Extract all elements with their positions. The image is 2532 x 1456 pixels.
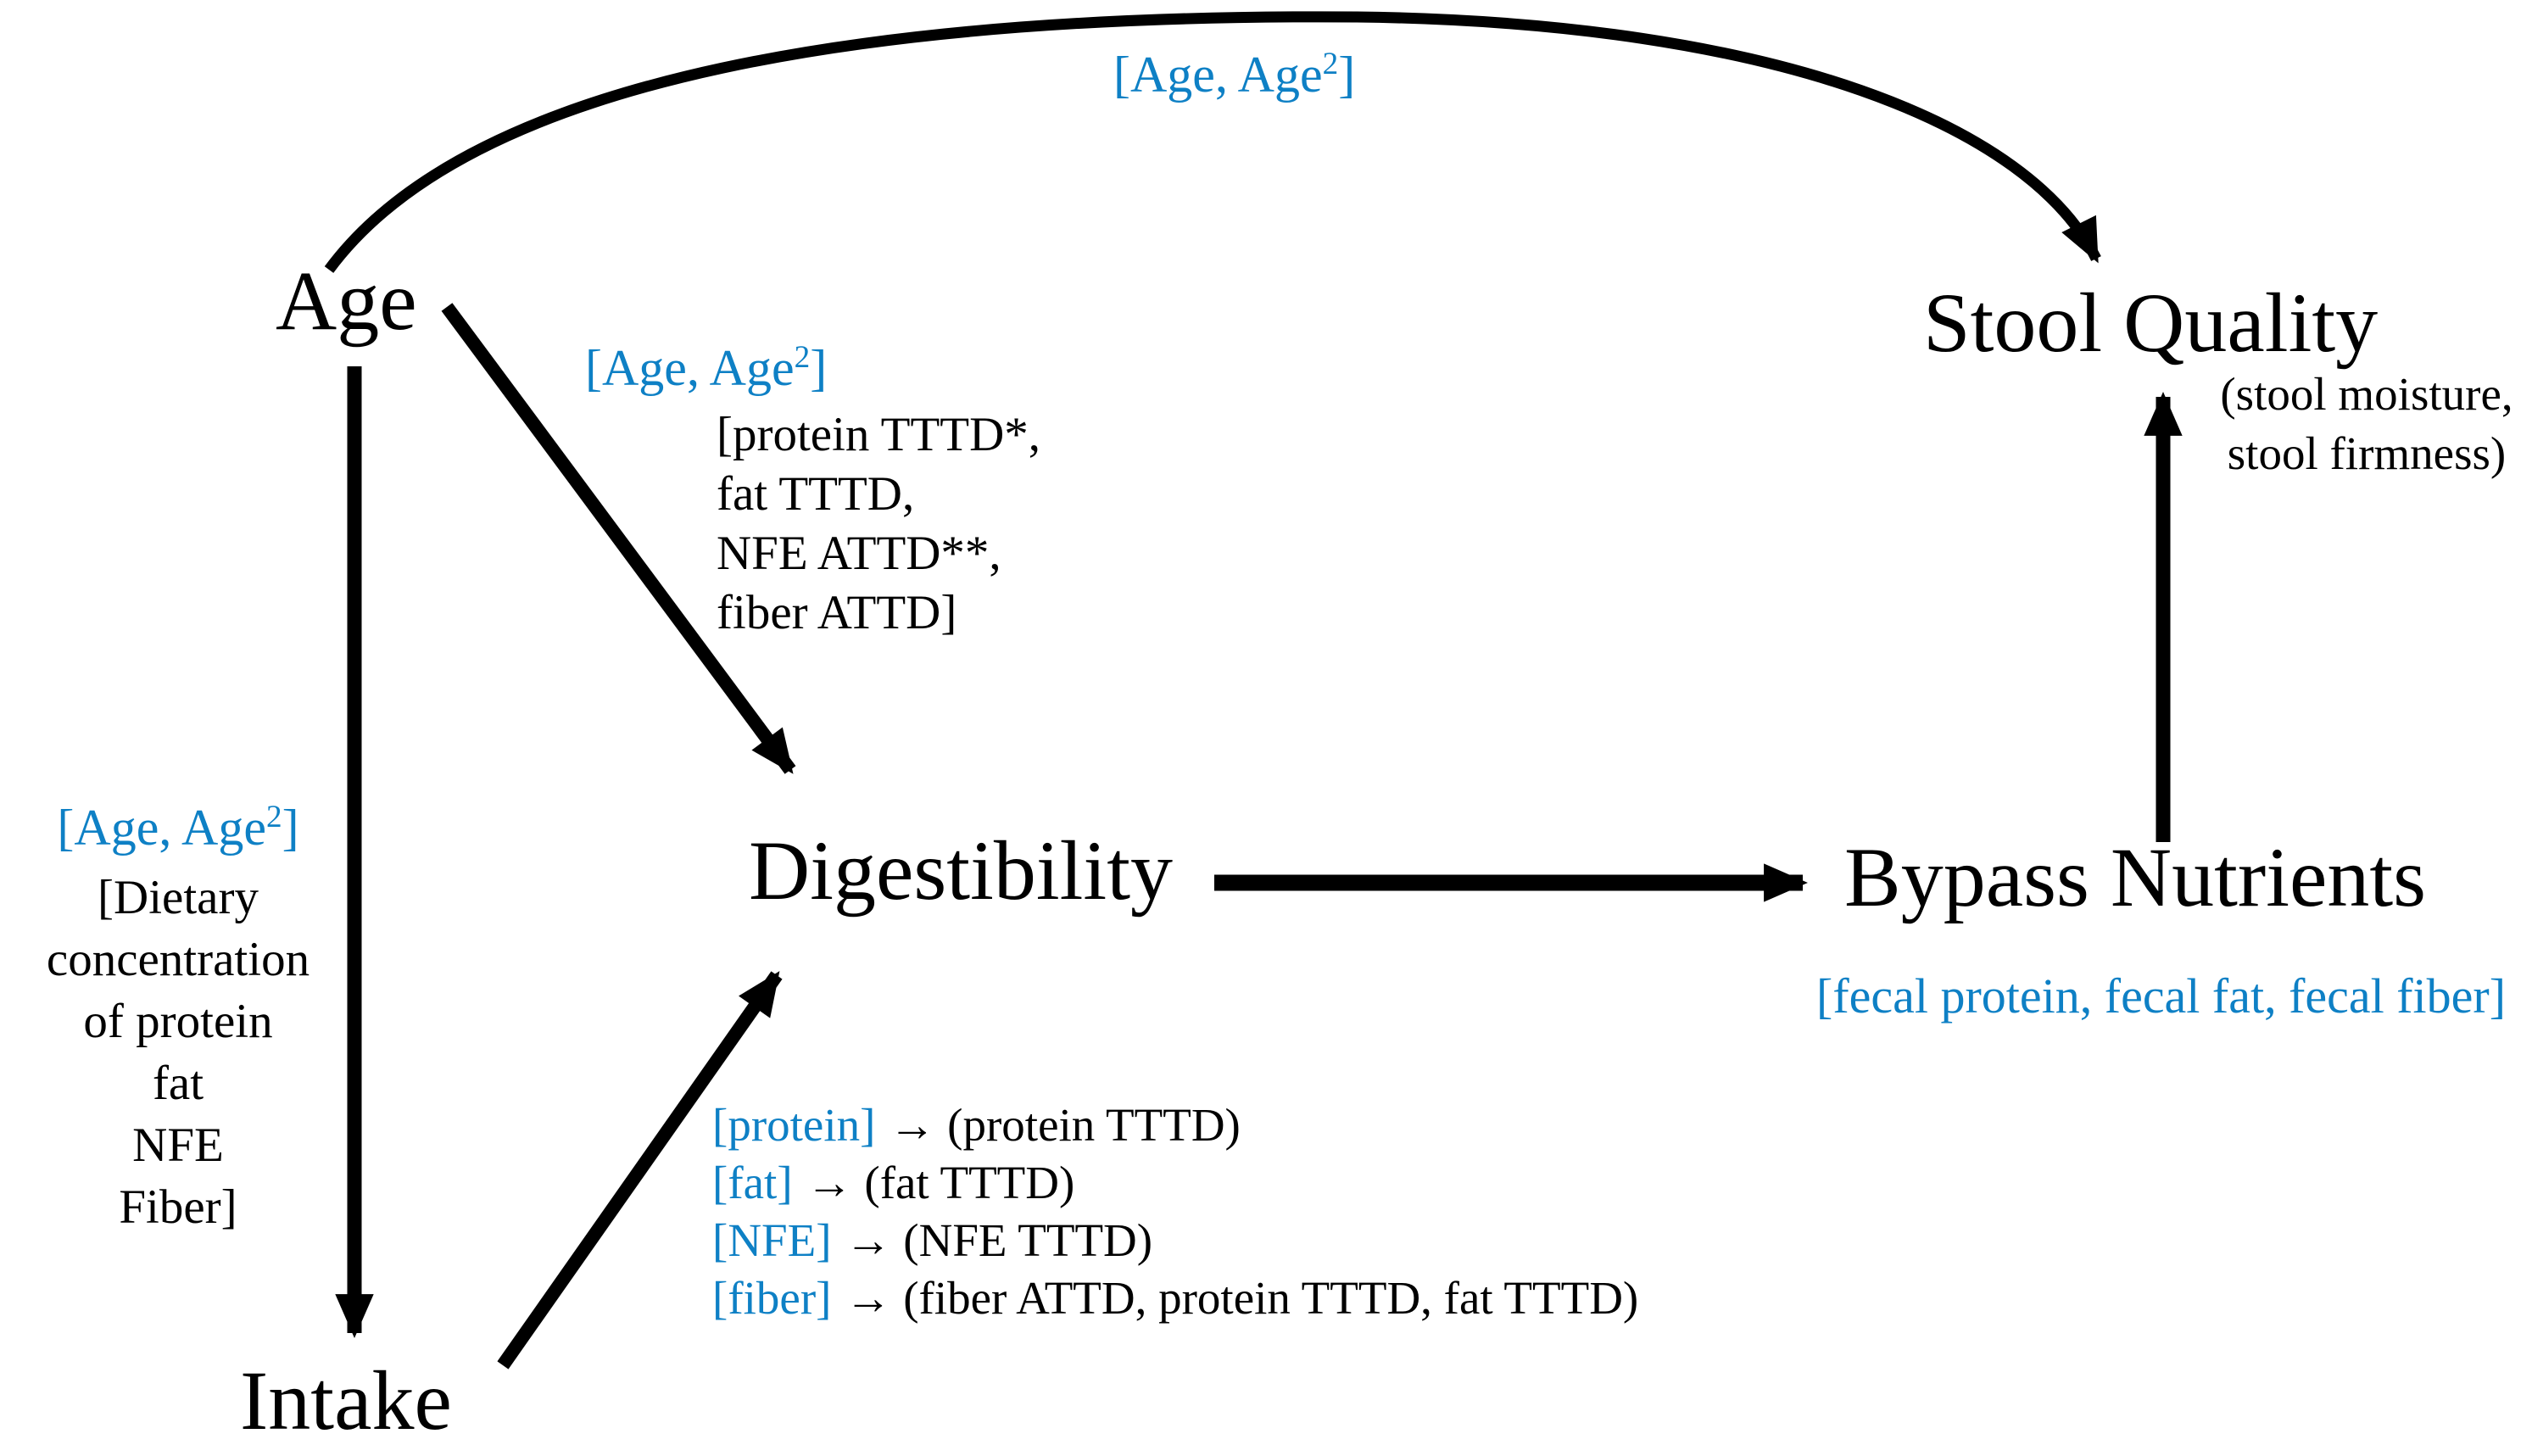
mapping-nfe-input: [NFE] [712, 1214, 832, 1266]
dietary-line: [Dietary [98, 871, 259, 924]
node-digestibility: Digestibility [749, 823, 1173, 918]
mapping-nfe: [NFE]→ (NFE TTTD) [712, 1212, 1638, 1269]
dietary-line: of protein [83, 995, 273, 1048]
mapping-protein-input: [protein] [712, 1099, 876, 1151]
label-fecal-components: [fecal protein, fecal fat, fecal fiber] [1816, 968, 2507, 1024]
age-age2-post: ] [282, 800, 299, 856]
label-dietary-concentration: [Dietary concentration of protein fat NF… [8, 867, 348, 1238]
mapping-protein: [protein]→ (protein TTTD) [712, 1096, 1638, 1154]
mapping-fat-input: [fat] [712, 1157, 793, 1208]
label-intake-mappings: [protein]→ (protein TTTD) [fat] → (fat TT… [712, 1096, 1638, 1327]
label-stool-annotation: (stool moisture, stool firmness) [2201, 365, 2532, 483]
age-age2-sup: 2 [266, 800, 282, 834]
age-age2-post: ] [1338, 47, 1356, 103]
age-age2-sup: 2 [1322, 47, 1339, 81]
stool-annotation-line1: (stool moisture, [2220, 368, 2513, 420]
mapping-fiber-output: → (fiber ATTD, protein TTTD, fat TTTD) [845, 1272, 1639, 1324]
age-age2-sup: 2 [794, 340, 811, 375]
dietary-line: concentration [46, 933, 310, 986]
label-digestibility-outcomes: [protein TTTD*, fat TTTD, NFE ATTD**, fi… [717, 405, 1040, 643]
mapping-fat: [fat] → (fat TTTD) [712, 1154, 1638, 1212]
digestibility-outcome-line: [protein TTTD*, [717, 408, 1041, 461]
mapping-fiber-input: [fiber] [712, 1272, 832, 1324]
age-age2-pre: [Age, Age [585, 340, 795, 396]
age-age2-pre: [Age, Age [57, 800, 266, 856]
label-age-age2-intake: [Age, Age2] [8, 800, 348, 856]
digestibility-outcome-line: fat TTTD, [717, 467, 915, 521]
age-age2-post: ] [810, 340, 828, 396]
arrow-age-to-digestibility [441, 303, 796, 774]
stool-annotation-line2: stool firmness) [2227, 427, 2507, 479]
mapping-fat-output: → (fat TTTD) [806, 1157, 1075, 1208]
arrow-intake-to-digestibility [497, 971, 783, 1370]
node-intake: Intake [240, 1353, 452, 1448]
digestibility-outcome-line: NFE ATTD**, [717, 527, 1001, 580]
label-age-age2-top: [Age, Age2] [1113, 47, 1356, 103]
digestibility-outcome-line: fiber ATTD] [717, 586, 957, 639]
dietary-line: Fiber] [119, 1180, 237, 1234]
mapping-fiber: [fiber]→ (fiber ATTD, protein TTTD, fat … [712, 1269, 1638, 1327]
age-age2-pre: [Age, Age [1113, 47, 1323, 103]
node-bypass-nutrients: Bypass Nutrients [1844, 830, 2427, 924]
mapping-protein-output: → (protein TTTD) [889, 1099, 1241, 1151]
label-age-age2-digestibility: [Age, Age2] [585, 340, 828, 396]
mapping-nfe-output: → (NFE TTTD) [845, 1214, 1153, 1266]
node-stool-quality: Stool Quality [1923, 276, 2379, 370]
arrow-age-to-stool-quality [324, 11, 2101, 273]
node-age: Age [276, 254, 417, 348]
dietary-line: NFE [132, 1118, 224, 1172]
dietary-line: fat [152, 1057, 204, 1110]
